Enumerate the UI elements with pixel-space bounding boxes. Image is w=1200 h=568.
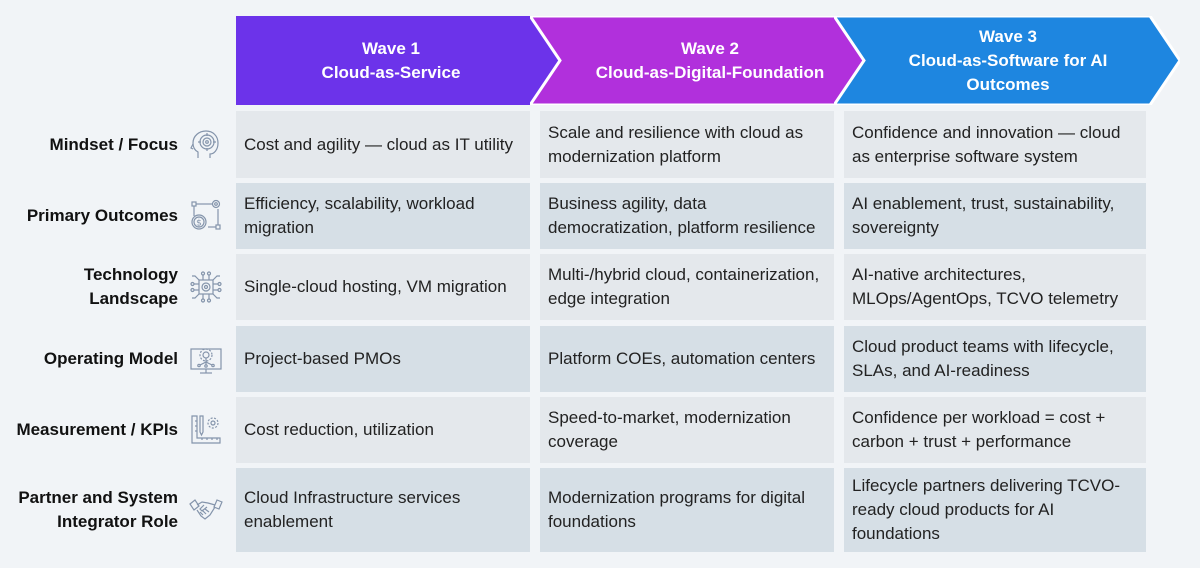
cell-partner-and-system-integrator-role-wave-3: Lifecycle partners delivering TCVO-ready… [844,468,1146,552]
cell-mindset-focus-wave-1: Cost and agility — cloud as IT utility [236,111,530,178]
cell-primary-outcomes-wave-1: Efficiency, scalability, workload migrat… [236,183,530,249]
wave-3-header: Wave 3 Cloud-as-Software for AI Outcomes [834,16,1180,105]
cell-operating-model-wave-3: Cloud product teams with lifecycle, SLAs… [844,326,1146,392]
row-label-operating-model: Operating Model [43,349,178,368]
row-label-mindset-focus: Mindset / Focus [49,134,178,154]
wave-2-subtitle: Cloud-as-Digital-Foundation [595,62,825,82]
wave-1-chevron-shape [236,16,566,105]
wave-2-chevron-shape [530,16,870,105]
circuit-gear-icon [188,269,224,305]
cell-mindset-focus-wave-3: Confidence and innovation — cloud as ent… [844,111,1146,178]
cell-primary-outcomes-wave-2: Business agility, data democratization, … [540,183,834,249]
cell-operating-model-wave-1: Project-based PMOs [236,326,530,392]
wave-1-subtitle: Cloud-as-Service [321,62,461,82]
cell-partner-and-system-integrator-role-wave-2: Modernization programs for digital found… [540,468,834,552]
head-target-icon [188,127,224,163]
row-label-primary-outcomes: Primary Outcomes [26,206,178,225]
wave-2-title: Wave 2 [681,38,739,58]
cell-partner-and-system-integrator-role-wave-1: Cloud Infrastructure services enablement [236,468,530,552]
cell-technology-landscape-wave-3: AI-native architectures, MLOps/AgentOps,… [844,254,1146,320]
wave-1-header: Wave 1 Cloud-as-Service [236,16,566,105]
cell-technology-landscape-wave-2: Multi-/hybrid cloud, containerization, e… [540,254,834,320]
wave-3-title: Wave 3 [979,26,1037,46]
ruler-gear-icon [188,412,224,448]
row-label-measurement-kpis: Measurement / KPIs [16,420,178,439]
cell-mindset-focus-wave-2: Scale and resilience with cloud as moder… [540,111,834,178]
monitor-gear-icon [188,341,224,377]
cell-measurement-kpis-wave-2: Speed-to-market, modernization coverage [540,397,834,463]
cell-technology-landscape-wave-1: Single-cloud hosting, VM migration [236,254,530,320]
wave-3-chevron-shape [834,16,1180,105]
cell-operating-model-wave-2: Platform COEs, automation centers [540,326,834,392]
dollar-gear-network-icon: $ [188,198,224,234]
cell-primary-outcomes-wave-3: AI enablement, trust, sustainability, so… [844,183,1146,249]
wave-1-title: Wave 1 [362,38,420,58]
handshake-icon [188,492,224,528]
row-label-partner-and-system-integrator-role: Partner and System Integrator Role [18,488,178,531]
cell-measurement-kpis-wave-1: Cost reduction, utilization [236,397,530,463]
wave-2-header: Wave 2 Cloud-as-Digital-Foundation [530,16,870,105]
wave-3-subtitle: Cloud-as-Software for AI Outcomes [908,50,1108,94]
row-label-technology-landscape: Technology Landscape [83,265,178,308]
svg-text:$: $ [196,219,202,229]
cell-measurement-kpis-wave-3: Confidence per workload = cost + carbon … [844,397,1146,463]
